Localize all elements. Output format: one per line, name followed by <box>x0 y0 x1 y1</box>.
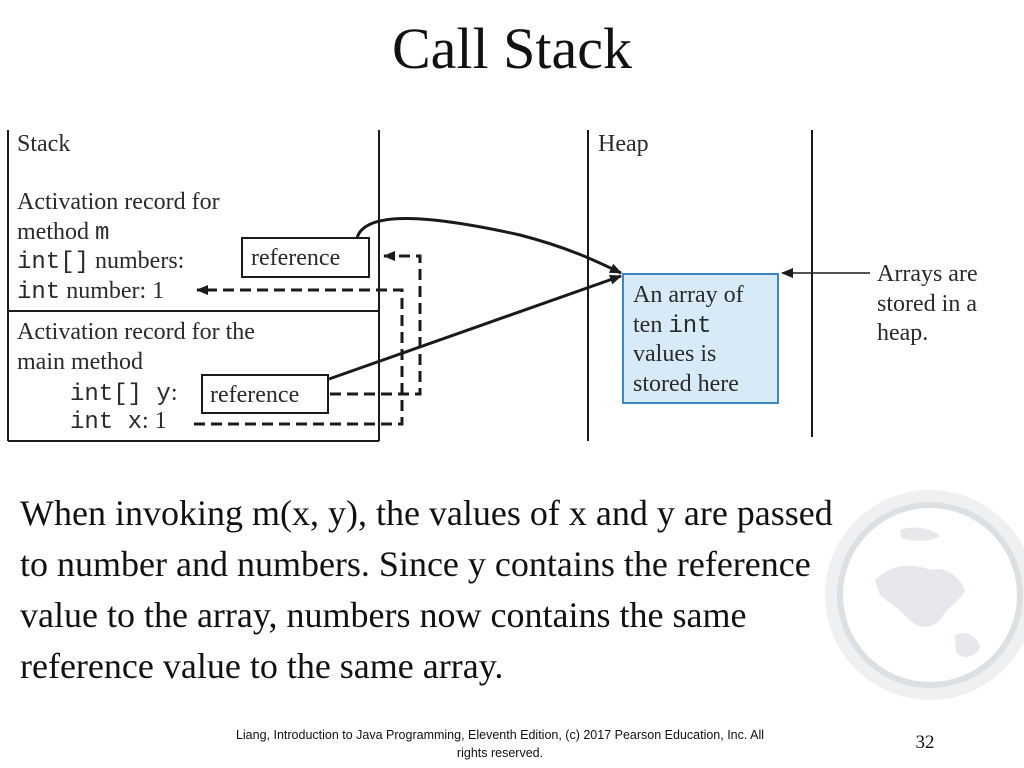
globe-watermark-icon <box>825 490 1024 700</box>
numbers-reference-label: reference <box>251 245 340 271</box>
slide-body: When invoking m(x, y), the values of x a… <box>20 488 1020 692</box>
heap-note-line2: stored in a <box>877 291 977 317</box>
heap-array-box <box>622 273 779 404</box>
slide-title: Call Stack <box>391 16 632 81</box>
m-record-line1: Activation record for <box>17 189 220 215</box>
main-record-line2: main method <box>17 349 143 375</box>
main-record-line1: Activation record for the <box>17 319 255 345</box>
body-line: value to the array, numbers now contains… <box>20 595 747 635</box>
heap-array-line2: ten int <box>633 312 712 340</box>
y-to-array-arrow <box>328 274 622 381</box>
y-reference-label: reference <box>210 382 299 408</box>
heap-note-line3: heap. <box>877 320 928 346</box>
heap-array-line3: values is <box>633 341 716 367</box>
numbers-to-array-arrow <box>355 217 622 275</box>
x-to-number-dashed-arrow <box>194 285 404 426</box>
footer-line: rights reserved. <box>456 746 544 760</box>
numbers-declaration: int[] numbers: <box>17 248 184 276</box>
m-record-line2: method m <box>17 219 109 247</box>
stack-label: Stack <box>17 131 70 157</box>
body-line: reference value to the same array. <box>20 646 504 686</box>
heap-array-line1: An array of <box>633 282 744 308</box>
body-line: to number and numbers. Since y contains … <box>20 544 811 584</box>
heap-note-line1: Arrays are <box>877 261 978 287</box>
numbers-reference-box <box>241 237 370 278</box>
page-number: 32 <box>915 732 935 753</box>
y-declaration: int[] y: <box>70 380 178 408</box>
y-to-numbers-dashed-arrow <box>330 251 422 396</box>
heap-label: Heap <box>598 131 649 157</box>
footer-line: Liang, Introduction to Java Programming,… <box>235 728 765 742</box>
slide-footer: Liang, Introduction to Java Programming,… <box>200 726 800 762</box>
body-line: When invoking m(x, y), the values of x a… <box>20 493 833 533</box>
number-declaration: int number: 1 <box>17 278 164 306</box>
x-declaration: int x: 1 <box>70 408 167 436</box>
y-reference-box <box>201 374 329 414</box>
heap-array-line4: stored here <box>633 371 739 397</box>
